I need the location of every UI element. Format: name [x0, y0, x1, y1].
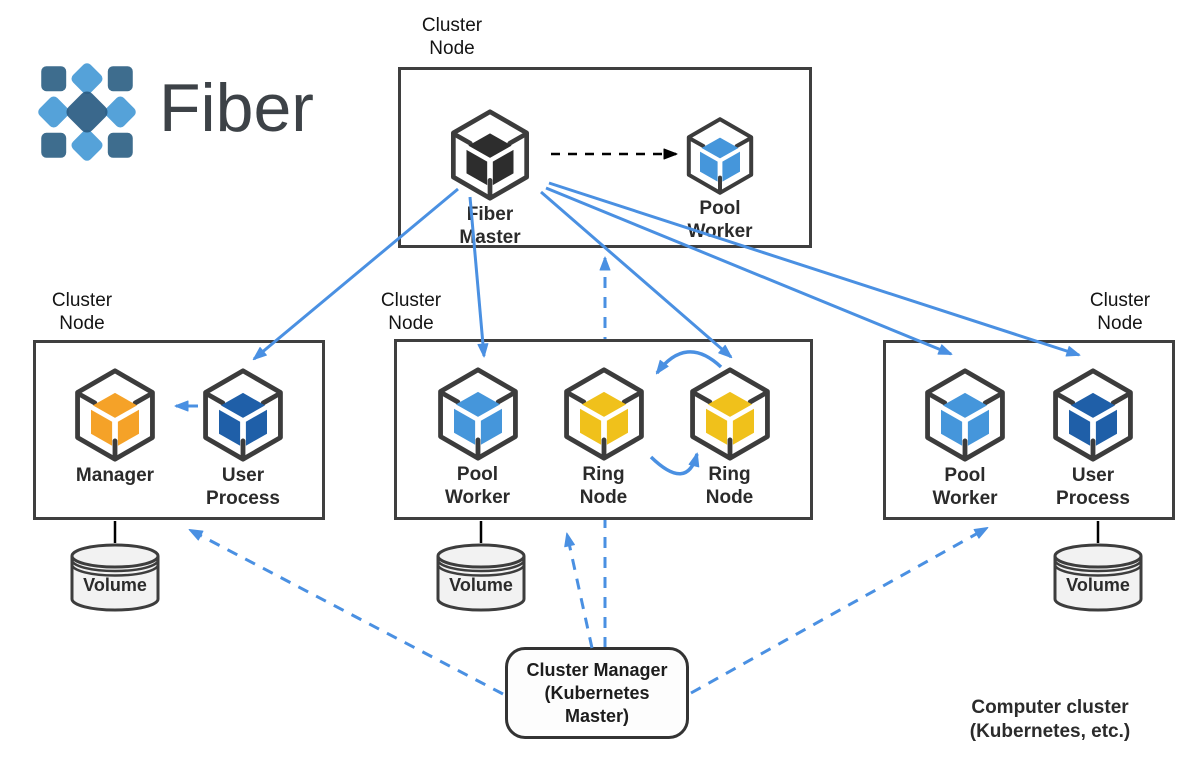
cluster-node-label-top: Cluster Node [421, 15, 483, 59]
node-pool-worker-right: Pool Worker [909, 367, 1021, 510]
node-label-pool-worker: Pool Worker [687, 198, 753, 242]
cluster-manager-box: Cluster Manager (Kubernetes Master) [505, 647, 689, 739]
cluster-node-label-right: Cluster Node [1089, 290, 1151, 334]
logo-corner-squares [41, 66, 133, 158]
node-label-ring-node: Ring Node [705, 464, 754, 508]
volume-label: Volume [83, 575, 147, 595]
cube-icon-user-process [1053, 368, 1133, 462]
cluster-box-middle: Pool Worker Ring Node [394, 339, 813, 520]
cube-icon-user-process [203, 368, 283, 462]
volume-label: Volume [449, 575, 513, 595]
node-label-pool-worker: Pool Worker [932, 465, 998, 509]
cluster-box-top: Fiber Master Pool Worker [398, 67, 812, 248]
cluster-node-label-left: Cluster Node [51, 290, 113, 334]
fiber-logo-text: Fiber [159, 70, 314, 146]
volume-label: Volume [1066, 575, 1130, 595]
node-fiber-master: Fiber Master [434, 108, 546, 249]
node-label-user-process: User Process [206, 465, 280, 509]
cube-icon-manager [75, 368, 155, 462]
computer-cluster-caption: Computer cluster (Kubernetes, etc.) [969, 697, 1131, 742]
cluster-node-label-middle: Cluster Node [380, 290, 442, 334]
node-user-process-left: User Process [187, 367, 299, 510]
cube-icon-pool-worker [686, 117, 754, 195]
volume-cylinder-right: Volume [1053, 543, 1143, 612]
logo-edge-diamonds [38, 63, 136, 161]
node-label-user-process: User Process [1056, 465, 1130, 509]
node-ring-node-1: Ring Node [548, 366, 660, 509]
logo-center-diamond [66, 91, 108, 133]
node-manager: Manager [59, 367, 171, 487]
node-label-pool-worker: Pool Worker [444, 464, 511, 508]
node-label-ring-node: Ring Node [579, 464, 628, 508]
edge-cluster-manager-to-middle-box [564, 532, 594, 649]
cube-icon-pool-worker [925, 368, 1005, 462]
cube-icon-pool-worker [437, 367, 518, 461]
node-label-manager: Manager [75, 465, 155, 486]
cube-icon-ring-node [689, 367, 770, 461]
volume-cylinder-left: Volume [70, 543, 160, 612]
volume-cylinder-middle: Volume [436, 543, 526, 612]
node-pool-worker-top: Pool Worker [664, 108, 776, 243]
cube-icon-fiber-master [450, 109, 530, 201]
node-pool-worker-middle: Pool Worker [422, 366, 534, 509]
edge-cluster-manager-to-right-box [690, 526, 989, 695]
cube-icon-ring-node [563, 367, 644, 461]
node-ring-node-2: Ring Node [674, 366, 786, 509]
fiber-logo: Fiber [35, 60, 314, 164]
node-label-fiber-master: Fiber Master [459, 204, 521, 248]
cluster-box-left: Manager User Process [33, 340, 325, 520]
fiber-logo-icon [38, 63, 136, 161]
cluster-box-right: Pool Worker User Process [883, 340, 1175, 520]
node-user-process-right: User Process [1037, 367, 1149, 510]
